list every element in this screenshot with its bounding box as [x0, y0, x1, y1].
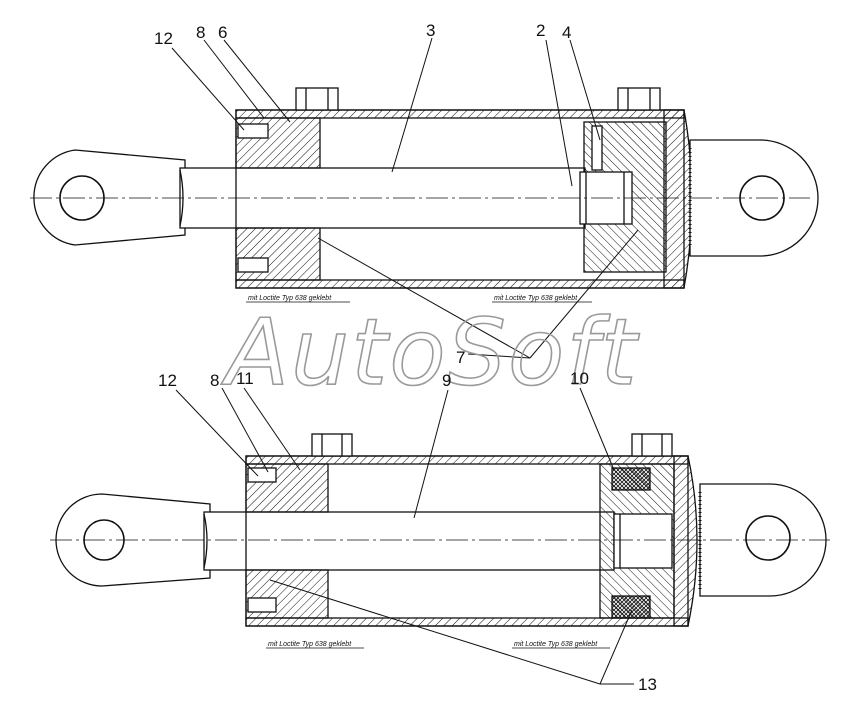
bottom-leader-lines [175, 387, 634, 685]
bottom-callout-8: 8 [210, 371, 219, 390]
top-base-eye [689, 139, 819, 257]
top-callout-2: 2 [536, 21, 545, 40]
top-callout-6: 6 [218, 23, 227, 42]
top-port-right [617, 87, 661, 111]
bottom-callout-12: 12 [158, 371, 177, 390]
watermark: AutoSoft [221, 299, 640, 406]
bottom-callout-13: 13 [638, 675, 657, 694]
top-note-left: mit Loctite Typ 638 geklebt [248, 295, 332, 302]
bottom-callout-10: 10 [570, 369, 589, 388]
top-callout-12: 12 [154, 29, 173, 48]
bottom-note-right: mit Loctite Typ 638 geklebt [514, 641, 598, 648]
bottom-note-left: mit Loctite Typ 638 geklebt [268, 641, 352, 648]
bottom-callout-9: 9 [442, 371, 451, 390]
top-callout-4: 4 [562, 23, 571, 42]
bottom-port-right [631, 433, 673, 457]
top-callout-3: 3 [426, 21, 435, 40]
bottom-port-left [311, 433, 353, 457]
bottom-callout-11: 11 [236, 369, 254, 388]
bottom-end-cap [673, 455, 698, 627]
top-leader-lines [171, 37, 639, 359]
top-cylinder [30, 87, 819, 289]
top-callout-7: 7 [456, 348, 465, 367]
top-port-left [295, 87, 339, 111]
bottom-cylinder [50, 433, 830, 627]
top-callout-8: 8 [196, 23, 205, 42]
bottom-piston-rod [203, 511, 615, 571]
top-rod-eye [33, 149, 186, 246]
top-note-right: mit Loctite Typ 638 geklebt [494, 295, 578, 302]
top-end-cap [663, 109, 693, 289]
